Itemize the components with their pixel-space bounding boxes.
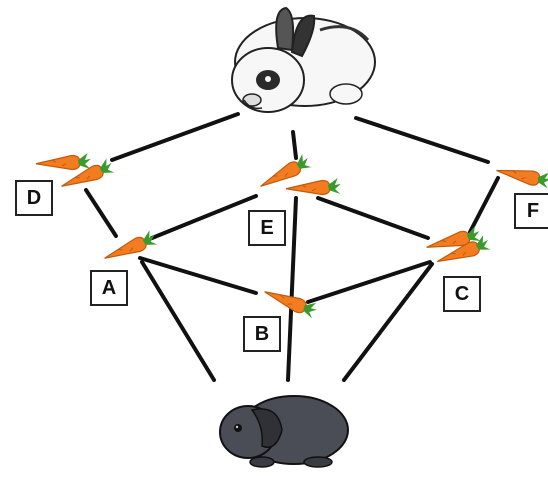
- edges: [84, 112, 500, 382]
- node-label-c: C: [443, 276, 481, 312]
- carrot-icon: [35, 152, 92, 172]
- node-label-a: A: [90, 270, 128, 306]
- edge-top-d: [110, 112, 240, 162]
- edge-a-b: [138, 256, 258, 295]
- carrot-icon: [494, 161, 548, 190]
- edge-e-c: [316, 196, 430, 240]
- white-rabbit-icon: [231, 6, 376, 113]
- edge-top-e: [291, 130, 298, 160]
- edge-e-bottom: [286, 196, 298, 382]
- edge-top-f: [354, 116, 490, 164]
- edge-c-bottom: [342, 262, 434, 382]
- node-label-b: B: [243, 316, 281, 352]
- node-label-d: D: [15, 180, 53, 216]
- edge-a-bottom: [140, 260, 216, 382]
- edge-d-a: [84, 188, 118, 238]
- node-label-e: E: [248, 210, 286, 246]
- edge-a-e: [150, 194, 258, 240]
- node-label-f: F: [514, 193, 548, 229]
- carrot-icon: [285, 177, 342, 197]
- black-rabbit-icon: [219, 395, 349, 468]
- edge-b-c: [306, 260, 432, 304]
- edge-f-c: [468, 176, 500, 234]
